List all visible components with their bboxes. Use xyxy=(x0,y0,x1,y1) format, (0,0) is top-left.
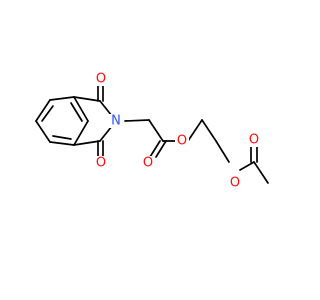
oxygen-acetyl-carbonyl-label: O xyxy=(249,133,259,148)
bond-inner xyxy=(70,102,83,122)
bond xyxy=(73,120,89,146)
atom-bg xyxy=(109,114,123,128)
bond xyxy=(35,120,51,143)
bond xyxy=(35,99,51,122)
bond xyxy=(148,119,164,142)
atom-bg xyxy=(175,134,189,148)
bond xyxy=(49,141,75,146)
bond xyxy=(155,140,167,158)
atom-backgrounds xyxy=(94,72,261,190)
nitrogen-label: N xyxy=(111,114,121,129)
bond xyxy=(201,119,217,142)
oxygen-ester-1-label: O xyxy=(177,134,187,149)
oxygen-top-label: O xyxy=(96,72,106,87)
structure-drawing: O N O O O O O xyxy=(35,72,269,191)
imide-ring xyxy=(73,96,113,146)
carbonyl-bonds xyxy=(97,83,104,159)
bond xyxy=(73,96,89,122)
bond xyxy=(239,161,255,171)
molecule-diagram: O N O O O O O xyxy=(35,72,269,191)
oxygen-ester-2-label: O xyxy=(230,176,240,191)
bond-inner xyxy=(41,105,54,122)
bond xyxy=(73,140,101,146)
bond xyxy=(253,161,269,184)
atom-bg xyxy=(94,72,108,86)
ester-chain xyxy=(124,119,269,184)
bond xyxy=(49,96,75,101)
benzene-ring xyxy=(35,96,89,146)
oxygen-ester-carbonyl-label: O xyxy=(143,156,153,171)
bond xyxy=(149,140,161,158)
atom-labels: O N O O O O O xyxy=(96,72,259,191)
atom-bg xyxy=(247,133,261,147)
bond xyxy=(124,119,150,122)
bond xyxy=(73,96,101,102)
atom-bg xyxy=(94,156,108,170)
bond xyxy=(99,100,113,117)
bond xyxy=(99,125,113,142)
bond-inner xyxy=(52,135,72,140)
oxygen-bottom-label: O xyxy=(96,156,106,171)
bond xyxy=(187,119,203,142)
atom-bg xyxy=(228,176,242,190)
bond xyxy=(215,140,230,163)
atom-bg xyxy=(141,156,155,170)
